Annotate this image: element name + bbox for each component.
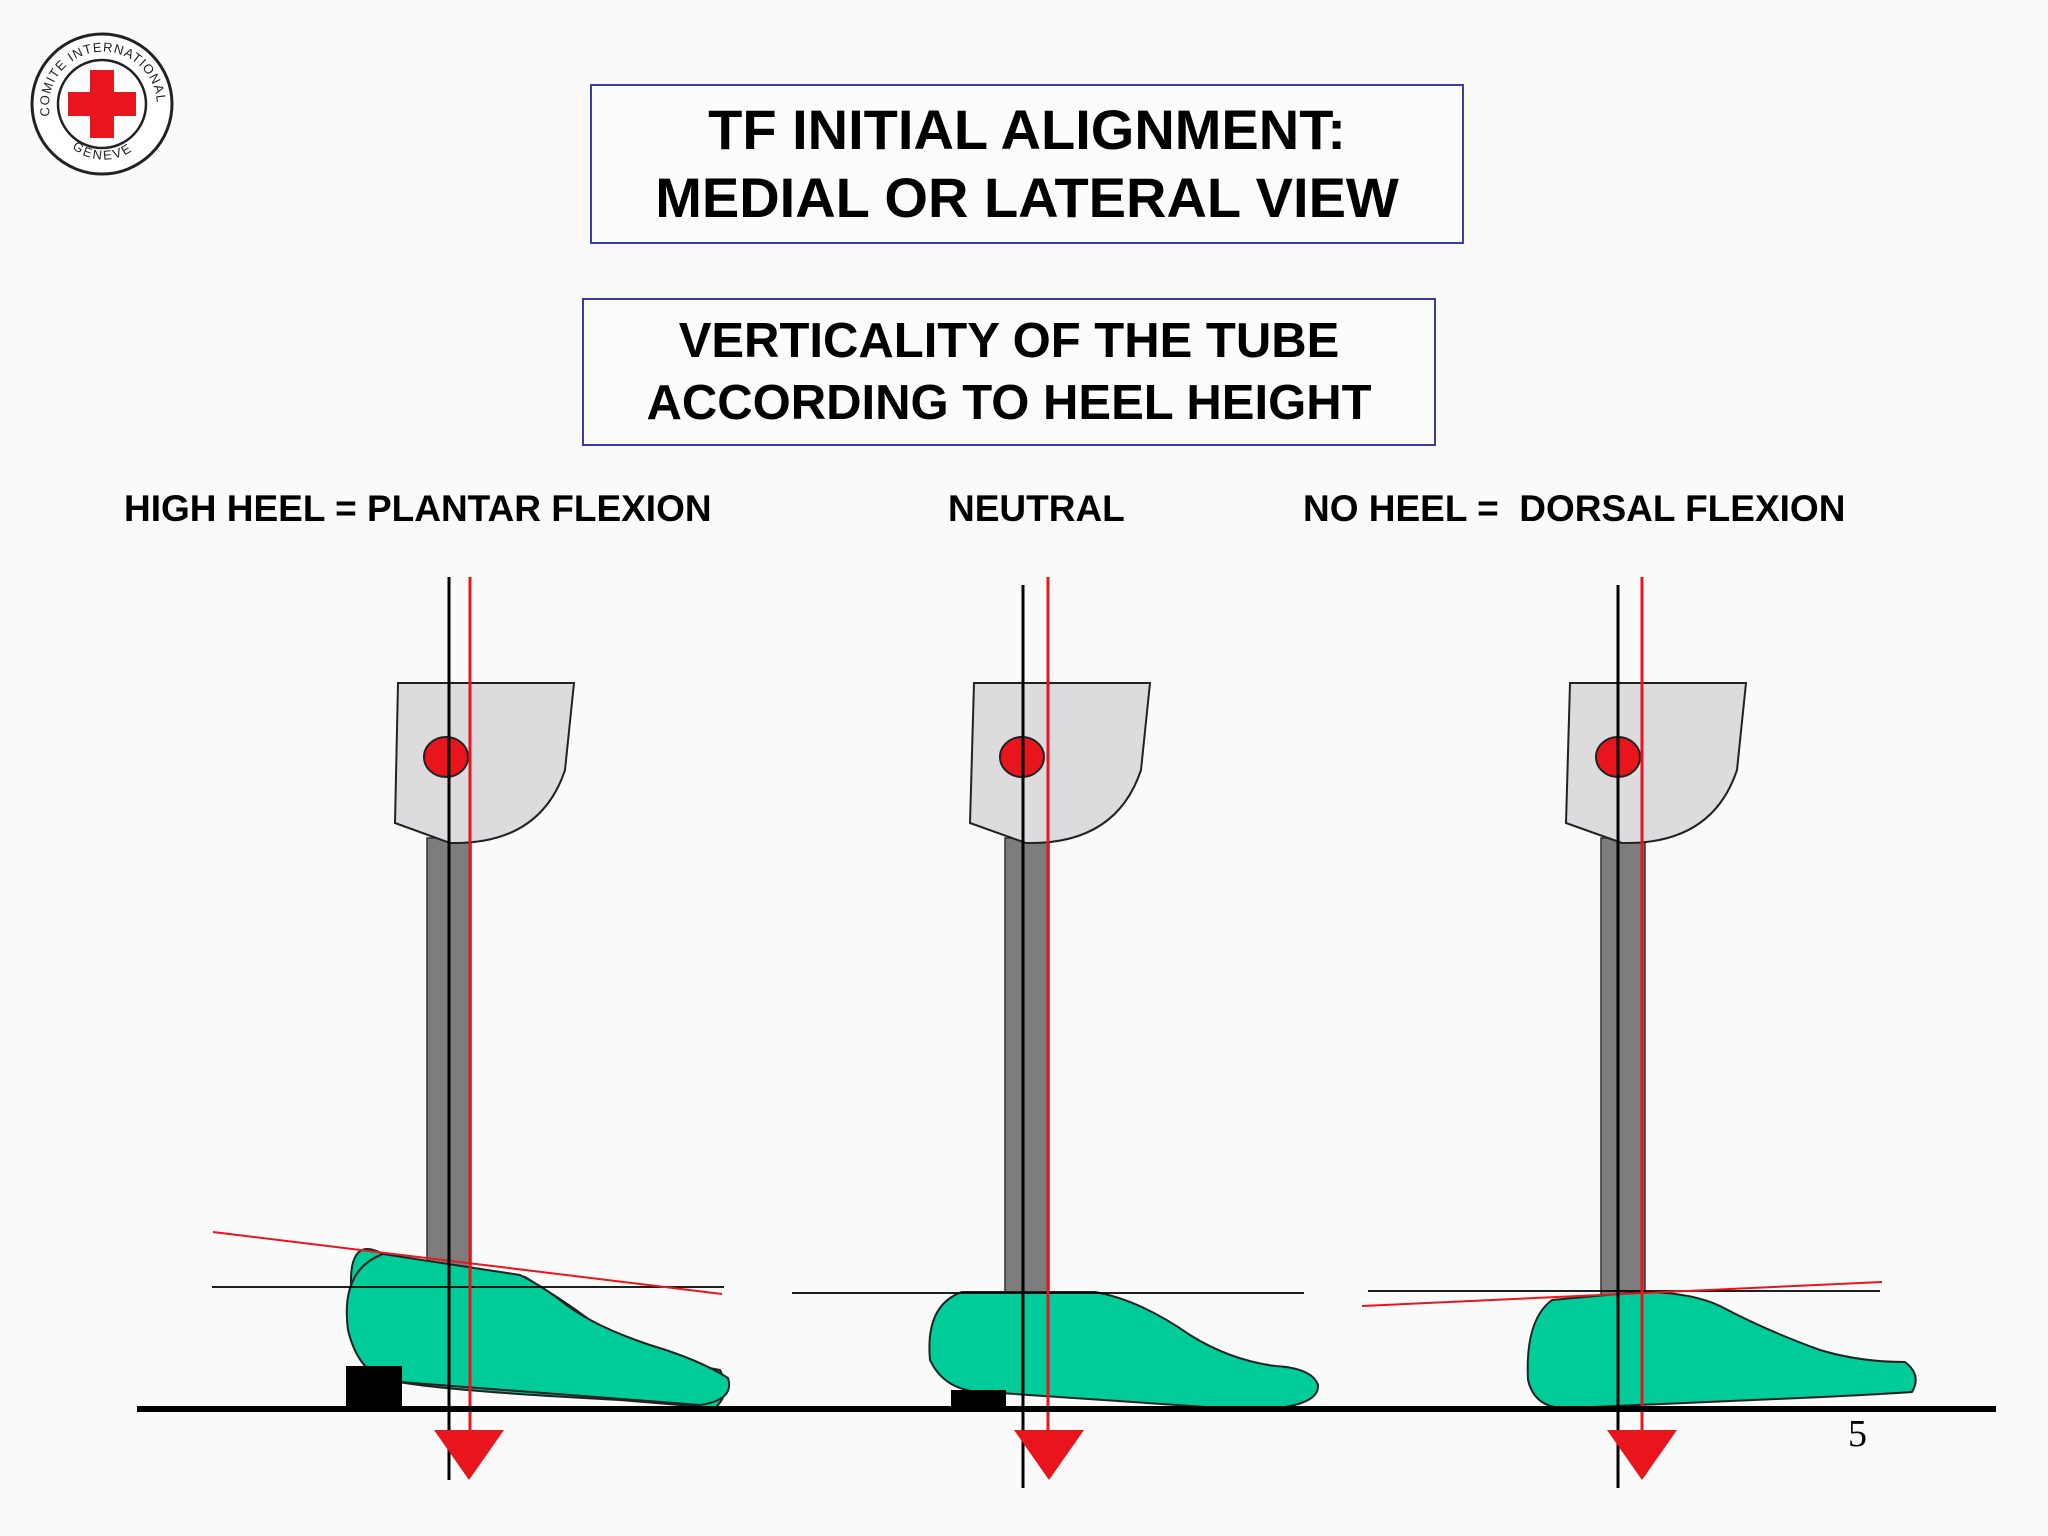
label-no-heel: NO HEEL = DORSAL FLEXION (1303, 488, 1846, 529)
subtitle-line-1: VERTICALITY OF THE TUBE (678, 314, 1340, 368)
page-number: 5 (1848, 1413, 1867, 1455)
foot-tilt-line (1361, 1281, 1883, 1307)
pylon-tube (1004, 837, 1050, 1295)
heel-block (951, 1390, 1006, 1408)
title-line-1: TF INITIAL ALIGNMENT: (708, 98, 1346, 161)
knee-axis-marker (423, 736, 469, 778)
label-neutral: NEUTRAL (948, 488, 1125, 529)
subtitle-box: VERTICALITY OF THE TUBE ACCORDING TO HEE… (582, 298, 1436, 446)
pylon-tube (1600, 837, 1646, 1299)
load-arrow-icon (1607, 1430, 1677, 1480)
prosthesis-high-heel (212, 577, 731, 1480)
knee-unit (393, 682, 576, 845)
label-high-heel: HIGH HEEL = PLANTAR FLEXION (124, 488, 712, 529)
foot-tilt-line (212, 1231, 723, 1295)
knee-unit (968, 682, 1152, 845)
load-arrow-icon (434, 1430, 504, 1480)
knee-unit (1564, 682, 1748, 845)
prosthetic-foot (1526, 1290, 1917, 1410)
prosthesis-no-heel (1361, 577, 1917, 1488)
load-arrow-icon (1014, 1430, 1084, 1480)
prosthetic-foot (928, 1291, 1320, 1412)
prosthesis-neutral (792, 577, 1320, 1488)
subtitle-line-2: ACCORDING TO HEEL HEIGHT (646, 376, 1372, 430)
title-line-2: MEDIAL OR LATERAL VIEW (655, 166, 1399, 229)
heel-block (346, 1366, 402, 1408)
icrc-logo: COMITE INTERNATIONAL GENEVE (30, 32, 174, 176)
red-cross-icon (68, 70, 136, 138)
title-box: TF INITIAL ALIGNMENT: MEDIAL OR LATERAL … (590, 84, 1464, 244)
